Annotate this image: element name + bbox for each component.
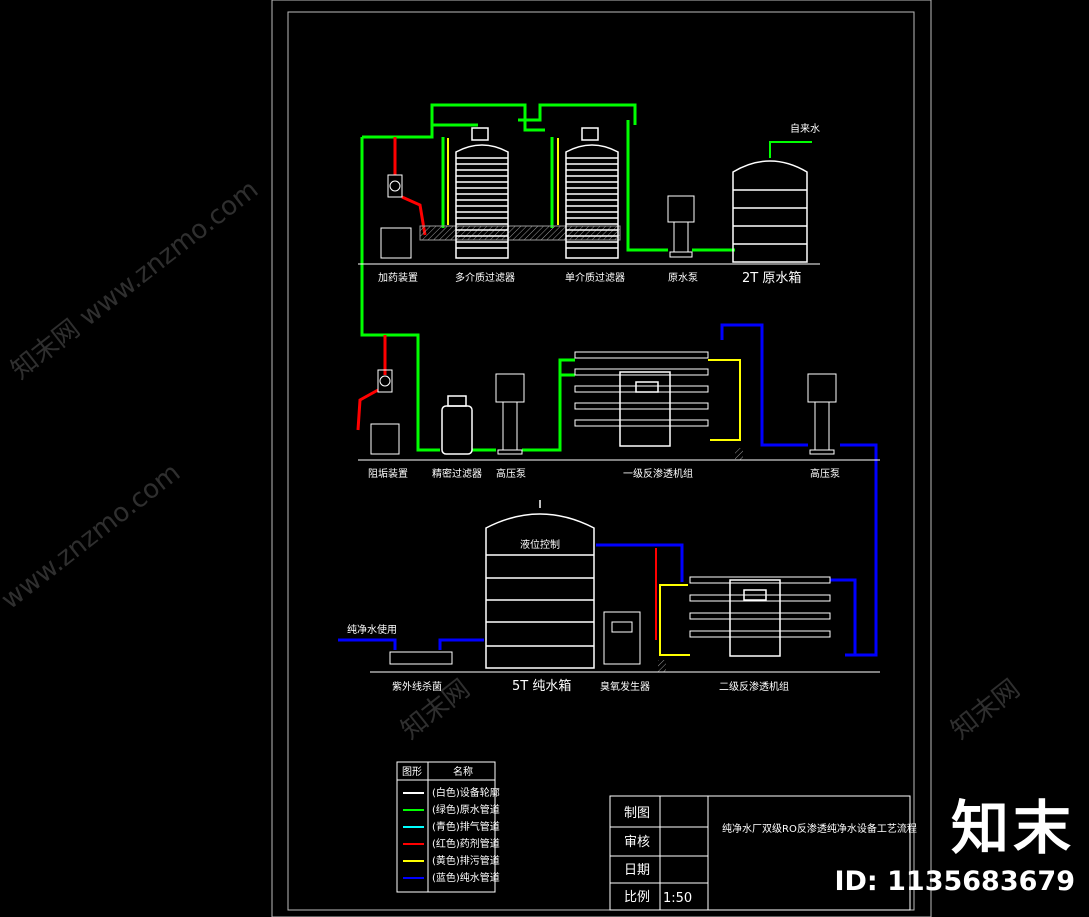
ro2-unit xyxy=(689,576,831,657)
ro2-drain xyxy=(658,660,666,672)
ro-membrane-tube xyxy=(689,612,831,620)
title-scale-value: 1:50 xyxy=(663,891,692,906)
row1-pipes xyxy=(360,103,735,452)
watermark-2: www.znzmo.com xyxy=(0,458,186,616)
ro-membrane-tube xyxy=(689,630,831,638)
high-pressure-pump-2-label: 高压泵 xyxy=(810,467,840,480)
filter-base xyxy=(419,225,621,241)
pure-water-use-label: 纯净水使用 xyxy=(347,623,397,636)
legend-item-label: (红色)药剂管道 xyxy=(432,837,500,850)
row2-pipes xyxy=(356,323,878,657)
ro-membrane-tube xyxy=(574,385,709,393)
precision-filter xyxy=(441,395,473,455)
outer-frame xyxy=(271,0,932,917)
inner-frame xyxy=(287,11,915,911)
pure-tank-label: 5T 纯水箱 xyxy=(512,678,571,694)
ro2-label: 二级反渗透机组 xyxy=(719,680,789,693)
dosing-device xyxy=(380,174,412,259)
title-block xyxy=(609,795,911,911)
title-scale-label: 比例 xyxy=(624,890,650,905)
legend-item-label: (黄色)排污管道 xyxy=(432,854,500,867)
ro1-drain xyxy=(735,448,743,460)
raw-water-tank xyxy=(732,160,808,263)
raw-tank-label: 2T 原水箱 xyxy=(742,270,801,286)
filter-coils xyxy=(456,157,618,249)
ozone-generator xyxy=(603,611,641,665)
ro-membrane-tube xyxy=(574,402,709,410)
raw-water-pump-label: 原水泵 xyxy=(668,272,698,284)
ro-membrane-tube xyxy=(689,576,831,584)
brand-watermark: 知末 ID: 1135683679 xyxy=(834,798,1075,897)
legend-item-label: (青色)排气管道 xyxy=(432,820,500,833)
precision-filter-label: 精密过滤器 xyxy=(432,467,482,480)
legend-header-shape: 图形 xyxy=(402,766,422,778)
drawing-title: 纯净水厂双级RO反渗透纯净水设备工艺流程 xyxy=(722,822,917,835)
brand-id: ID: 1135683679 xyxy=(834,866,1075,897)
ro-membrane-tube xyxy=(689,594,831,602)
ozone-label: 臭氧发生器 xyxy=(600,680,650,693)
watermark-4: 知末网 xyxy=(946,674,1026,746)
raw-water-pump xyxy=(667,195,695,258)
title-date-label: 日期 xyxy=(624,863,650,878)
scale-device-label: 阻垢装置 xyxy=(368,467,408,480)
legend-item-label: (白色)设备轮廓 xyxy=(432,786,500,799)
high-pressure-pump-2 xyxy=(807,373,837,455)
tap-water-pipe xyxy=(769,141,812,158)
ro-membrane-tube xyxy=(574,351,709,359)
pure-water-tank xyxy=(485,500,595,669)
uv-sterilizer xyxy=(389,651,453,665)
watermark-1: 知末网 www.znzmo.com xyxy=(6,175,264,386)
tap-water-label: 自来水 xyxy=(790,122,820,135)
uv-label: 紫外线杀菌 xyxy=(392,680,442,693)
ro-membrane-tube xyxy=(574,419,709,427)
single-media-filter xyxy=(565,127,619,259)
high-pressure-pump-1-label: 高压泵 xyxy=(496,467,526,480)
high-pressure-pump-1 xyxy=(495,373,525,455)
row3-pipes xyxy=(338,543,875,657)
ro1-label: 一级反渗透机组 xyxy=(623,467,693,480)
brand-logo: 知末 xyxy=(950,794,1075,862)
multi-media-filter-label: 多介质过滤器 xyxy=(455,271,515,284)
title-review-label: 审核 xyxy=(624,835,650,850)
legend-item-label: (蓝色)纯水管道 xyxy=(432,871,500,884)
multi-media-filter xyxy=(455,127,509,259)
legend-header-name: 名称 xyxy=(453,765,473,778)
legend-table: 图形 名称 (白色)设备轮廓 (绿色)原水管道 (青色)排气管道 (红色)药剂管道 (黄… xyxy=(396,761,500,893)
legend-item-label: (绿色)原水管道 xyxy=(432,803,500,816)
title-draw-label: 制图 xyxy=(624,806,650,821)
ro1-unit xyxy=(574,351,709,447)
single-media-filter-label: 单介质过滤器 xyxy=(565,271,625,284)
ro-membrane-tube xyxy=(574,368,709,376)
dosing-device-label: 加药装置 xyxy=(378,271,418,284)
level-control-label: 液位控制 xyxy=(520,538,560,551)
scale-device xyxy=(370,369,400,455)
